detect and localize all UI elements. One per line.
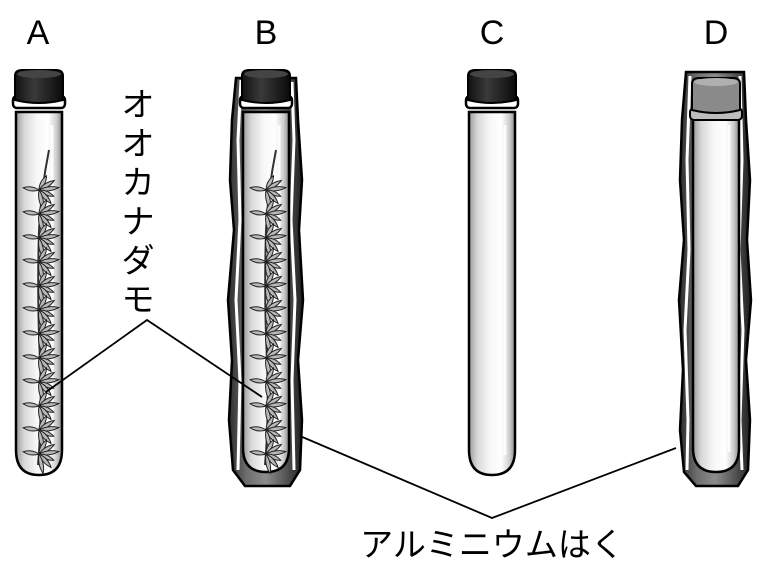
tube-d-stopper [689,77,743,121]
leaf [249,234,268,240]
leaf-whorl [249,438,288,475]
plant-label-char: カ [122,163,155,202]
leaf [249,258,268,264]
plant-label-char: オ [122,124,155,163]
plant-label-char: ダ [122,241,155,280]
plant-label-char: モ [122,280,155,319]
leaf-whorl [249,222,288,259]
plant-label: オ オ カ ナ ダ モ [122,85,155,319]
leaf [22,258,41,264]
leaf [249,426,268,432]
leaf [249,282,268,288]
tube-c [464,69,520,477]
leaf-whorl [22,294,61,331]
leaf [22,354,41,360]
leaf [22,450,41,456]
plant-label-char: ナ [122,202,155,241]
tube-c-stopper [464,69,520,110]
leaf [249,330,268,336]
leaf-whorl [22,366,61,403]
leaf [249,450,268,456]
tube-b [226,69,305,488]
leaf [22,210,41,216]
tube-c-glass [467,110,517,477]
leaf-whorl [249,342,288,379]
leaf [249,210,268,216]
leaf-whorl [249,198,288,235]
leaf [249,354,268,360]
leaf [22,306,41,312]
tube-a-stopper [11,69,67,110]
leaf-whorl [22,222,61,259]
leaf-whorl [249,174,288,211]
tube-c-label: C [480,14,505,52]
leaf [22,378,41,384]
leaf [265,452,272,475]
leaf [22,234,41,240]
tube-a [11,69,67,477]
tube-b-plant [249,149,288,475]
leaf-whorl [22,270,61,307]
leaf [22,426,41,432]
tube-b-label: B [255,14,278,52]
leaf-whorl [249,414,288,451]
leaf [249,186,268,192]
tube-b-stopper [238,69,294,110]
leaf [249,378,268,384]
leaf [249,402,268,408]
leaf [22,186,41,192]
leaf [22,402,41,408]
plant-leader-line [45,318,263,398]
leaf [249,306,268,312]
leaf-whorl [249,294,288,331]
leaf-whorl [22,174,61,211]
plant-label-char: オ [122,85,155,124]
tube-a-plant [22,149,61,475]
tube-a-label: A [27,14,50,52]
leaf [38,452,45,475]
foil-leader-line [299,435,677,519]
leaf-whorl [249,270,288,307]
tube-d-glass [691,110,741,474]
tube-d [677,70,753,488]
leaf-whorl [22,438,61,475]
leaf-whorl [249,246,288,283]
tube-d-label: D [704,14,729,52]
leaf-whorl [22,414,61,451]
leaf [22,282,41,288]
leaf [22,330,41,336]
foil-label: アルミニウムはく [360,525,624,564]
leaf-whorl [22,318,61,355]
